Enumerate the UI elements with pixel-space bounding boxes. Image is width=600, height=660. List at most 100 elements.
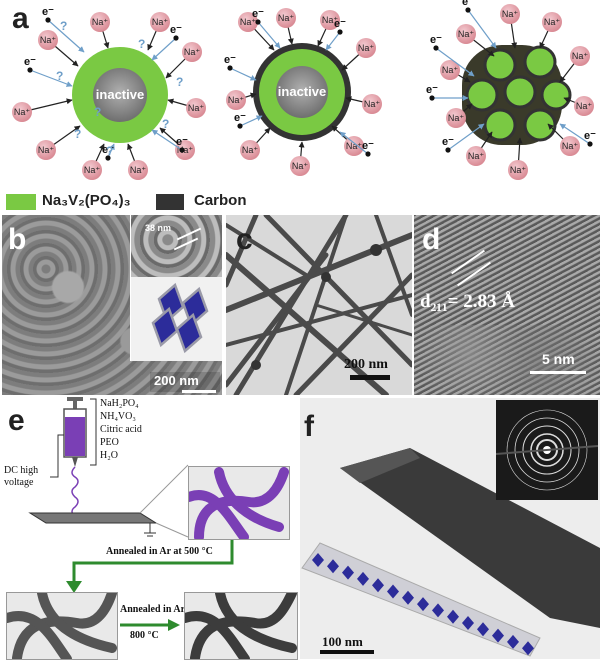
diffraction-rings [495, 409, 599, 491]
electron [27, 67, 33, 73]
inset-scale-label: 38 nm [145, 223, 172, 233]
sodium-ion-label: Na⁺ [572, 51, 589, 61]
lattice-spacing-label: d₂₁₁= 2.83 Å [420, 291, 515, 312]
crystal-diamond [507, 634, 519, 649]
purple-fibers [189, 467, 289, 539]
reagent-item: PEO [100, 437, 119, 448]
saed-pattern-inset [495, 400, 599, 500]
sodium-ion-label: Na⁺ [358, 43, 375, 53]
sodium-ion [90, 12, 110, 32]
sodium-ion-label: Na⁺ [188, 103, 205, 113]
sodium-ion [276, 8, 296, 28]
electron-arrow [559, 123, 591, 145]
electron [337, 29, 343, 35]
fiber-box-gray-1 [6, 592, 118, 660]
sodium-ion [570, 46, 590, 66]
question-mark: ? [106, 144, 113, 158]
scale-bar [530, 371, 586, 374]
crystal-diamond [522, 641, 534, 656]
crystal-chain [312, 553, 534, 656]
crystal-diamonds [151, 282, 209, 354]
electron [429, 95, 435, 101]
scale-bar-label: 200 nm [154, 373, 199, 388]
crystal-diamond [477, 622, 489, 637]
particle-uncoated: inactive [72, 47, 168, 143]
sodium-ion-label: Na⁺ [240, 17, 257, 27]
sodium-ion [574, 96, 594, 116]
electron [587, 141, 593, 147]
gray-fibers [7, 593, 117, 659]
sodium-ion-label: Na⁺ [278, 13, 295, 23]
nanowire-network [226, 215, 412, 395]
panel-b-sem: b 38 nm 200 nm [2, 215, 222, 395]
scale-bar-label: 5 nm [542, 351, 575, 367]
question-mark: ? [176, 75, 183, 89]
sodium-ion-label: Na⁺ [510, 165, 527, 175]
sodium-ion [186, 98, 206, 118]
sodium-ion-label: Na⁺ [292, 161, 309, 171]
crystal-diamond [372, 578, 384, 593]
question-mark: ? [138, 37, 145, 51]
step2-label-line1: Annealed in Ar [120, 604, 186, 615]
sodium-ion [36, 140, 56, 160]
electron [365, 151, 371, 157]
sodium-ion-label: Na⁺ [322, 15, 339, 25]
sodium-ion-label: Na⁺ [228, 95, 245, 105]
sodium-ion [290, 156, 310, 176]
electron [237, 123, 243, 129]
sodium-ion [182, 42, 202, 62]
electron-arrow [151, 37, 177, 61]
legend-label-nvp: Na₃V₂(PO₄)₃ [42, 192, 131, 209]
question-mark: ? [60, 19, 67, 33]
step1-label: Annealed in Ar at 500 °C [106, 546, 213, 557]
sodium-ion-label: Na⁺ [448, 113, 465, 123]
sodium-ion [226, 90, 246, 110]
crystal-diamond [462, 616, 474, 630]
electron-label: e⁻ [42, 6, 54, 18]
crystal-diamond [417, 597, 429, 612]
sodium-ion [38, 30, 58, 50]
reagent-item: H₂O [100, 450, 118, 461]
crystal-diamond [357, 571, 369, 586]
panel-b-crystal-inset [130, 277, 222, 361]
crystal-diamond [402, 590, 414, 605]
panel-label-b: b [8, 223, 27, 256]
electron-label: e⁻ [426, 84, 438, 96]
panel-b-scale-box [150, 372, 220, 392]
electron-label: e⁻ [462, 0, 474, 8]
sodium-ion-label: Na⁺ [40, 35, 57, 45]
electron-arrow [47, 19, 85, 53]
sodium-ions: Na⁺ Na⁺ Na⁺ Na⁺ Na⁺ Na⁺ Na⁺ Na⁺ Na⁺ Na⁺ Na⁺ Na⁺ Na⁺ N… [12, 4, 594, 180]
step2-label-line2: 800 °C [130, 630, 159, 641]
legend-label-carbon: Carbon [194, 192, 247, 209]
sodium-ion-label: Na⁺ [364, 99, 381, 109]
sodium-ion [320, 10, 340, 30]
sodium-ion-label: Na⁺ [442, 65, 459, 75]
electron-arrow [29, 69, 73, 87]
panel-f-tem: f 100 nm [300, 398, 600, 659]
sodium-ion-label: Na⁺ [130, 165, 147, 175]
reagent-item: Citric acid [100, 424, 142, 435]
electron-arrow [229, 67, 257, 81]
sodium-ion [344, 136, 364, 156]
core-label: inactive [96, 87, 144, 102]
scale-bar [350, 375, 390, 380]
panel-label-a: a [12, 2, 29, 35]
electron [433, 45, 439, 51]
sodium-ion [456, 24, 476, 44]
crystal-diamond [327, 559, 339, 574]
electron-label: e⁻ [334, 18, 346, 30]
electron-label: e⁻ [224, 54, 236, 66]
sodium-ion [560, 136, 580, 156]
legend-swatch-nvp [6, 194, 36, 210]
sodium-ion [12, 102, 32, 122]
electron [227, 65, 233, 71]
electron-arrow [467, 9, 497, 49]
panel-b-inset-sem: 38 nm [130, 215, 222, 278]
sodium-ion-label: Na⁺ [544, 17, 561, 27]
electron-arrow [325, 31, 341, 51]
question-mark: ? [56, 69, 63, 83]
sodium-ion [466, 146, 486, 166]
sodium-ion [446, 108, 466, 128]
reagent-item: NaH₂PO₄ [100, 398, 139, 409]
